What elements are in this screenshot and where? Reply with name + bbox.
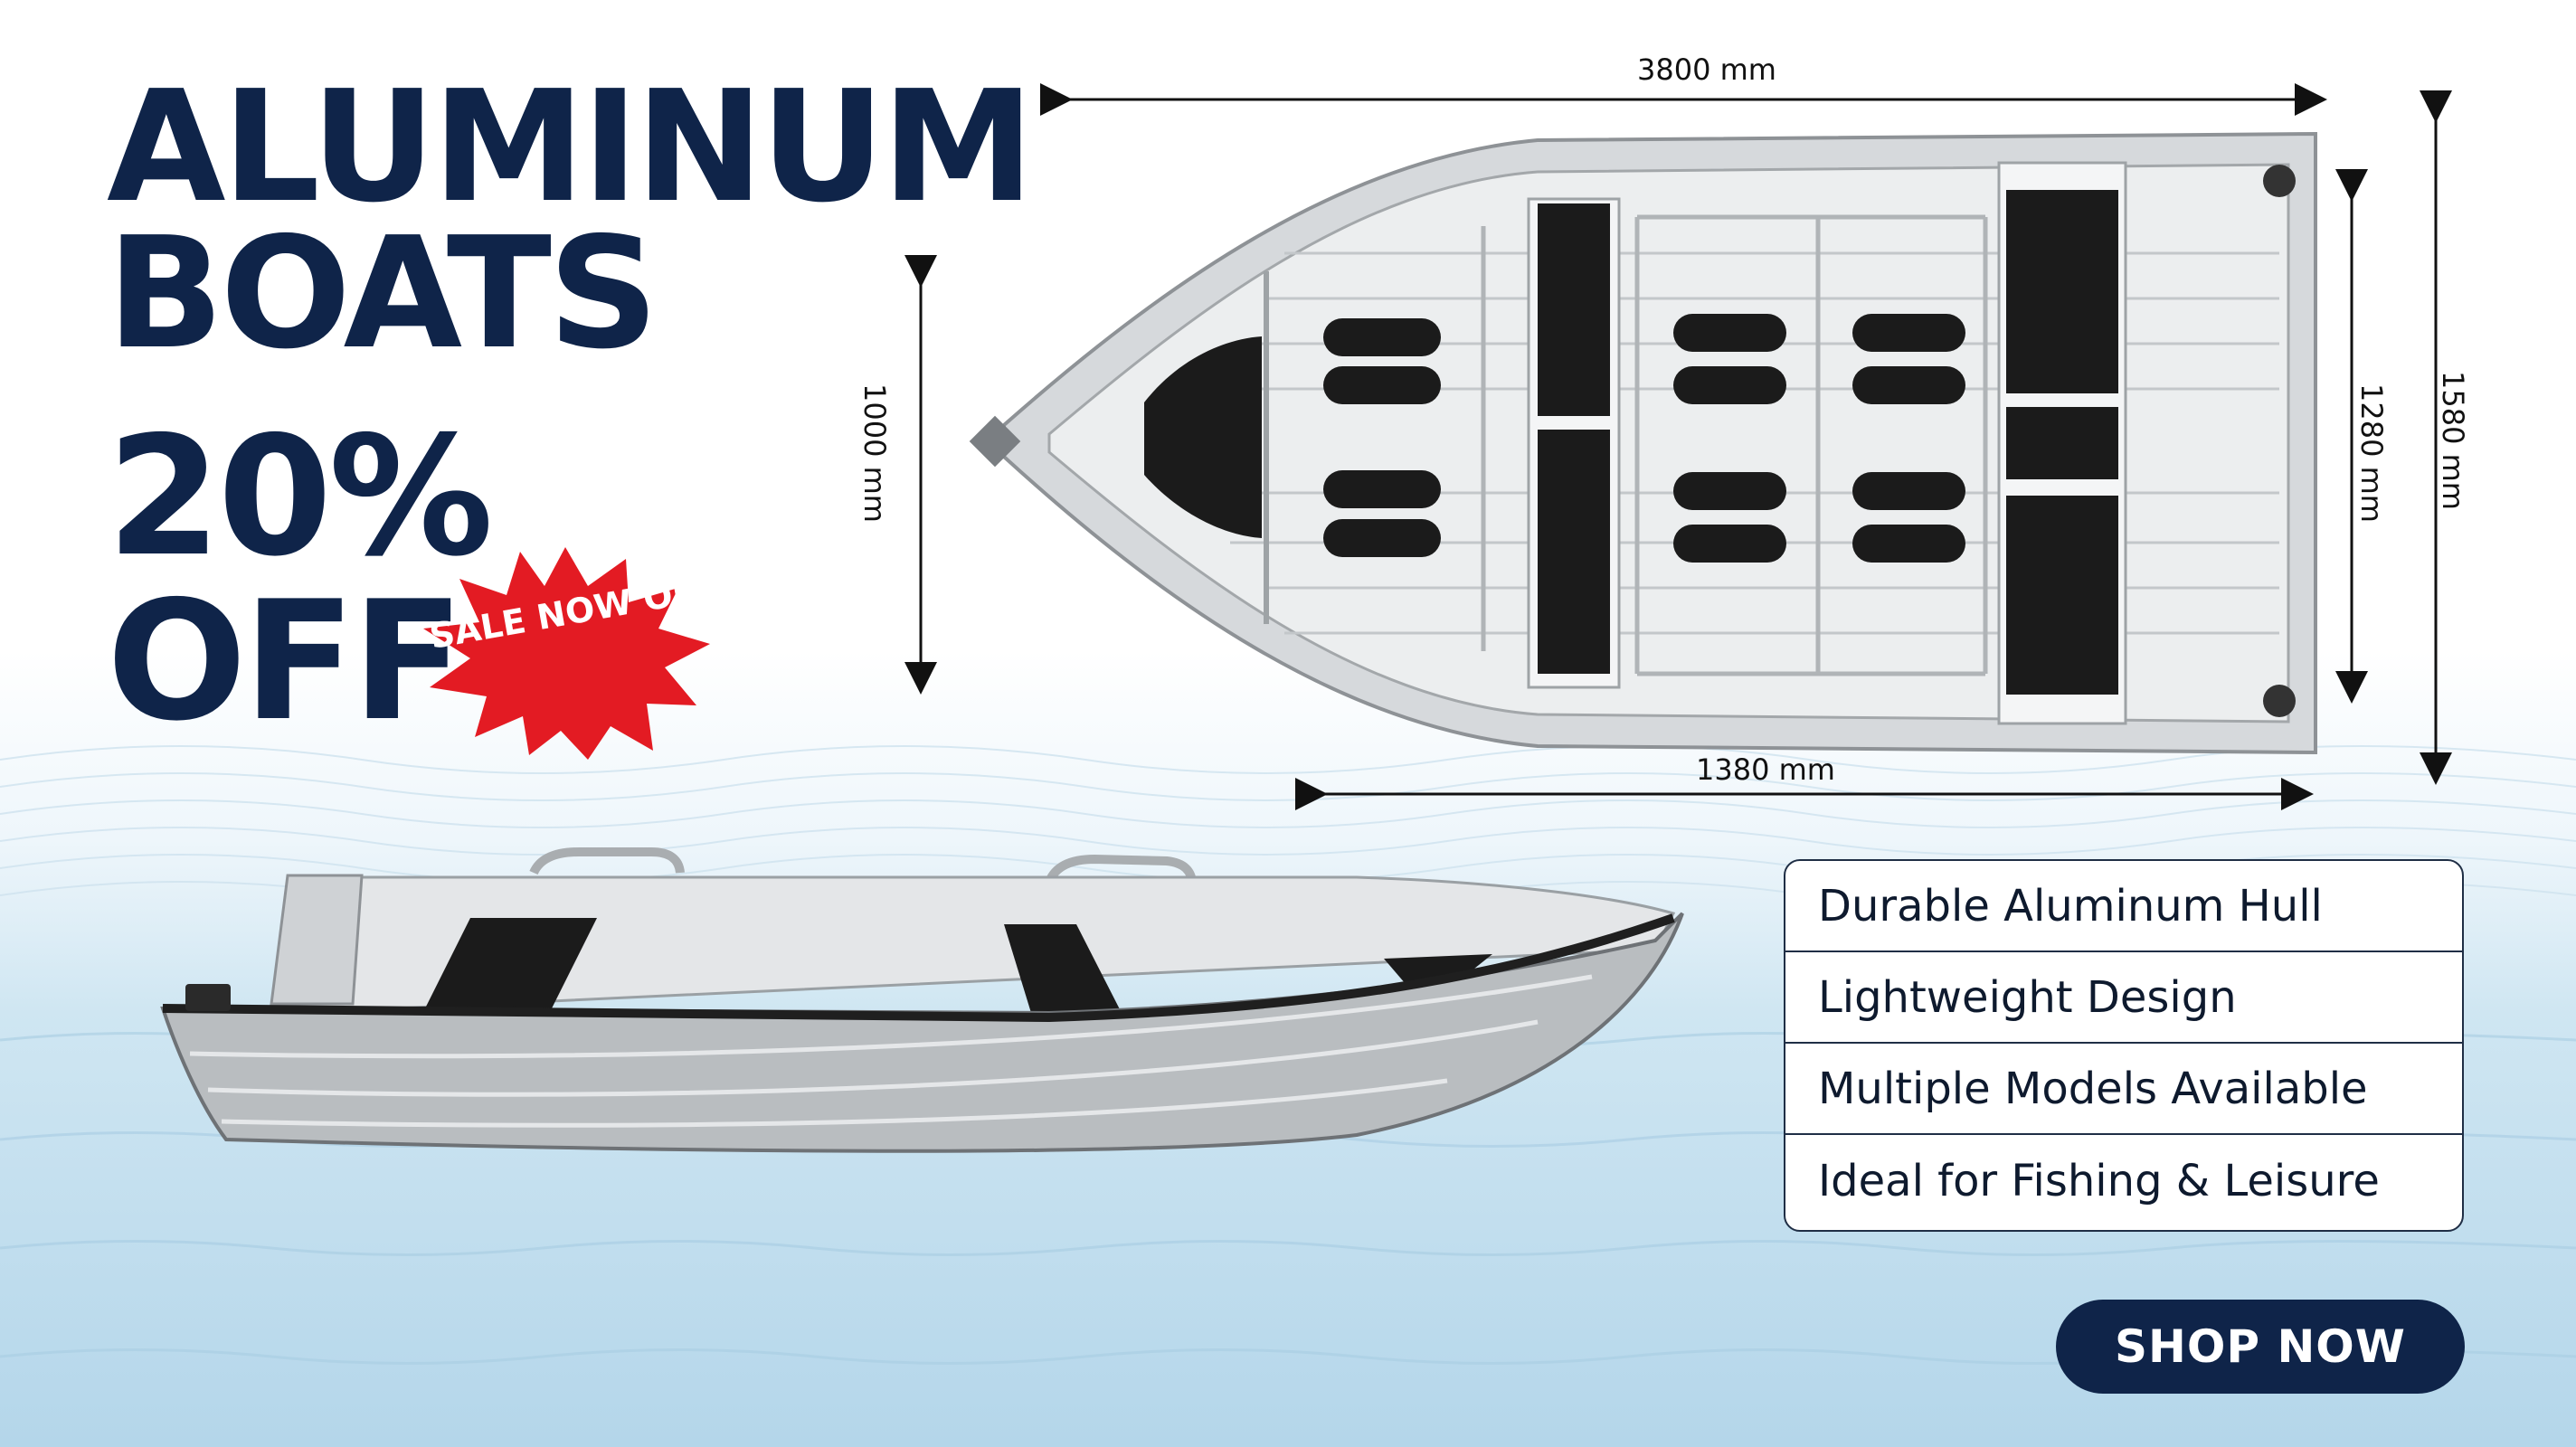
feature-item: Ideal for Fishing & Leisure: [1818, 1155, 2380, 1206]
feature-item: Durable Aluminum Hull: [1785, 861, 2462, 952]
headline-boats: BOATS: [107, 204, 658, 383]
feature-item: Multiple Models Available: [1785, 1044, 2462, 1135]
oval-floor-openings: [1323, 314, 1965, 563]
bottom-width-label: 1380 mm: [1696, 752, 1835, 787]
headline-off: OFF: [107, 565, 464, 757]
features-list: Durable Aluminum Hull Lightweight Design…: [1784, 859, 2464, 1232]
bench-seats: [1527, 161, 2127, 725]
hull-inner: [1047, 163, 2290, 724]
shop-now-button[interactable]: SHOP NOW: [2056, 1300, 2465, 1394]
length-label: 3800 mm: [1637, 52, 1776, 87]
feature-item: Lightweight Design: [1785, 952, 2462, 1044]
sale-burst-icon: [423, 547, 710, 760]
bow-pad: [1144, 336, 1262, 538]
headline-aluminum: ALUMINUM: [107, 58, 1035, 237]
headline-discount: 20%: [107, 401, 494, 592]
